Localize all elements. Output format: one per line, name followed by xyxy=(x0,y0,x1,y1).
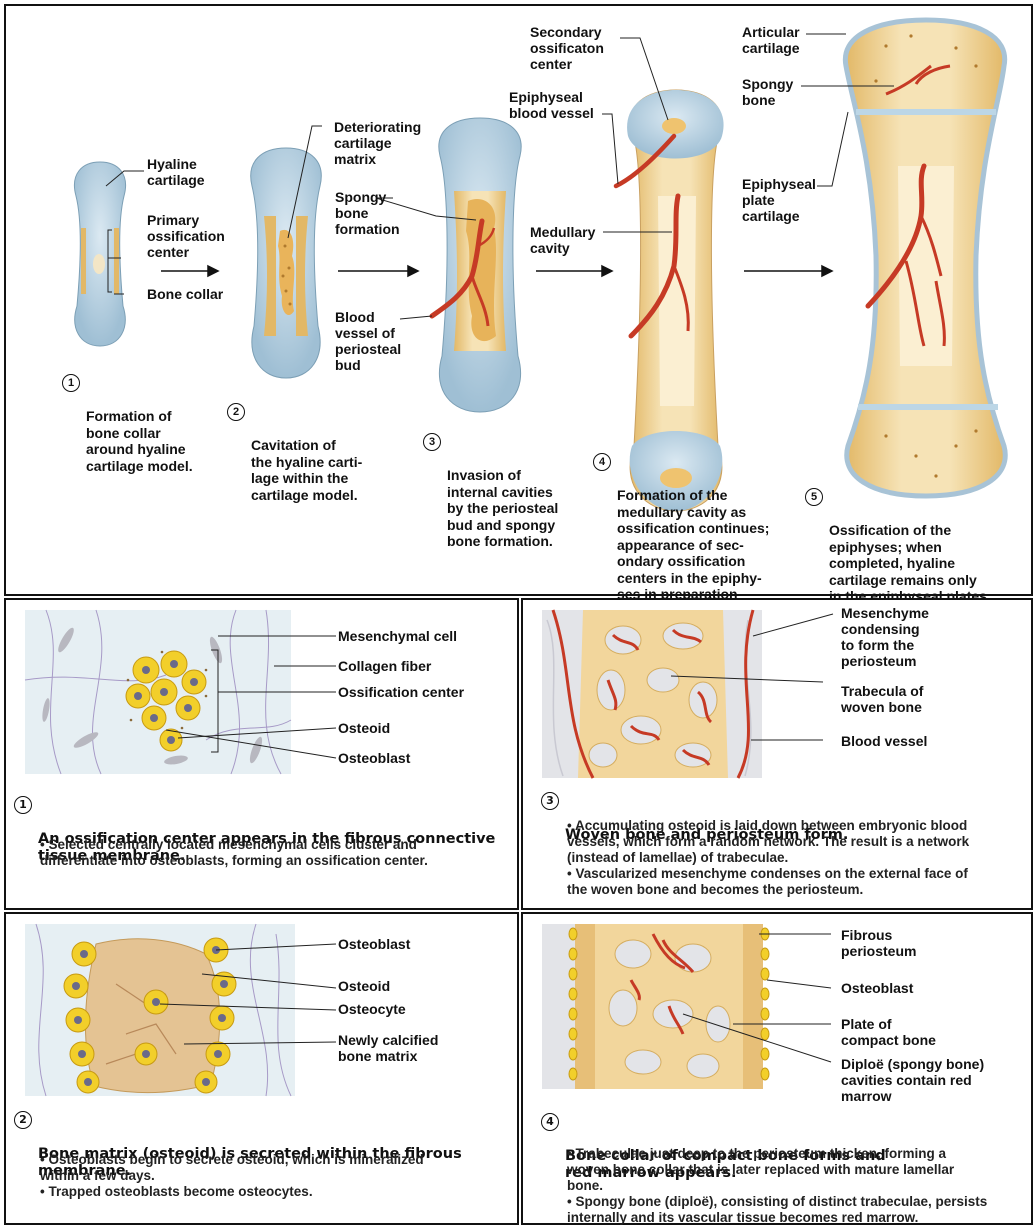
stage-number: 4 xyxy=(593,453,611,471)
stage-1-caption: 1 Formation of bone collar around hyalin… xyxy=(86,375,193,474)
stage4-bone xyxy=(616,90,724,511)
stage-text: Formation of bone collar around hyaline … xyxy=(86,408,193,474)
ossification-center-label: Ossification center xyxy=(338,684,464,700)
mesenchyme-condensing-label: Mesenchyme condensing to form the perios… xyxy=(841,605,929,669)
stage-4-caption: 4 Formation of the medullary cavity as o… xyxy=(617,454,769,619)
trabecula-label: Trabecula of woven bone xyxy=(841,683,923,715)
secondary-ossification-center-label: Secondary ossificaton center xyxy=(530,24,604,72)
panel3-bullets: • Accumulating osteoid is laid down betw… xyxy=(567,818,969,898)
diploe-label: Diploë (spongy bone) cavities contain re… xyxy=(841,1056,984,1104)
stage3-cartilage-model xyxy=(432,118,521,412)
collagen-fiber-label: Collagen fiber xyxy=(338,658,431,674)
stage2-cartilage-model xyxy=(251,148,322,378)
stage-text: Cavitation of the hyaline carti- lage wi… xyxy=(251,437,362,503)
panel-woven-bone: Mesenchyme condensing to form the perios… xyxy=(521,598,1033,910)
step-number: 2 xyxy=(14,1111,32,1129)
stage-number: 2 xyxy=(227,403,245,421)
epiphyseal-plate-cartilage-label: Epiphyseal plate cartilage xyxy=(742,176,816,224)
endochondral-ossification-panel: Hyaline cartilage Primary ossification c… xyxy=(4,4,1033,596)
newly-calcified-matrix-label: Newly calcified bone matrix xyxy=(338,1032,438,1064)
articular-cartilage-label: Articular cartilage xyxy=(742,24,800,56)
panel2-bullets: • Osteoblasts begin to secrete osteoid, … xyxy=(40,1152,424,1200)
panel-bone-matrix: Osteoblast Osteoid Osteocyte Newly calci… xyxy=(4,912,519,1225)
osteoblast-label: Osteoblast xyxy=(338,936,410,952)
spongy-bone-formation-label: Spongy bone formation xyxy=(335,189,400,237)
bone-collar-label: Bone collar xyxy=(147,286,223,302)
panel-ossification-center: Mesenchymal cell Collagen fiber Ossifica… xyxy=(4,598,519,910)
step-number: 4 xyxy=(541,1113,559,1131)
epiphyseal-blood-vessel-label: Epiphyseal blood vessel xyxy=(509,89,594,121)
stage-number: 3 xyxy=(423,433,441,451)
stage-text: Invasion of internal cavities by the per… xyxy=(447,467,558,549)
osteoblast-label: Osteoblast xyxy=(338,750,410,766)
blood-vessel-periosteal-bud-label: Blood vessel of periosteal bud xyxy=(335,309,401,373)
step-number: 1 xyxy=(14,796,32,814)
panel1-bullets: • Selected centrally located mesenchymal… xyxy=(40,837,428,869)
osteoid-label: Osteoid xyxy=(338,720,390,736)
primary-ossification-center-label: Primary ossification center xyxy=(147,212,225,260)
stage5-bone xyxy=(845,20,1005,496)
stage-2-caption: 2 Cavitation of the hyaline carti- lage … xyxy=(251,404,362,503)
stage1-cartilage-model xyxy=(74,162,125,346)
panel4-bullets: • Trabeculae just deep to the periosteum… xyxy=(567,1146,987,1226)
deteriorating-cartilage-matrix-label: Deteriorating cartilage matrix xyxy=(334,119,421,167)
hyaline-cartilage-label: Hyaline cartilage xyxy=(147,156,205,188)
fibrous-periosteum-label: Fibrous periosteum xyxy=(841,927,916,959)
osteoid-matrix xyxy=(86,939,220,1093)
osteoblast-label: Osteoblast xyxy=(841,980,913,996)
stage-number: 1 xyxy=(62,374,80,392)
stage-3-caption: 3 Invasion of internal cavities by the p… xyxy=(447,434,558,550)
blood-vessel-label: Blood vessel xyxy=(841,733,927,749)
panel-bone-collar: Fibrous periosteum Osteoblast Plate of c… xyxy=(521,912,1033,1225)
osteocyte-label: Osteocyte xyxy=(338,1001,406,1017)
osteoid-label: Osteoid xyxy=(338,978,390,994)
compact-bone-plate-label: Plate of compact bone xyxy=(841,1016,936,1048)
spongy-bone-label: Spongy bone xyxy=(742,76,793,108)
medullary-cavity-label: Medullary cavity xyxy=(530,224,595,256)
step-number: 3 xyxy=(541,792,559,810)
stage-number: 5 xyxy=(805,488,823,506)
mesenchymal-cell-label: Mesenchymal cell xyxy=(338,628,457,644)
